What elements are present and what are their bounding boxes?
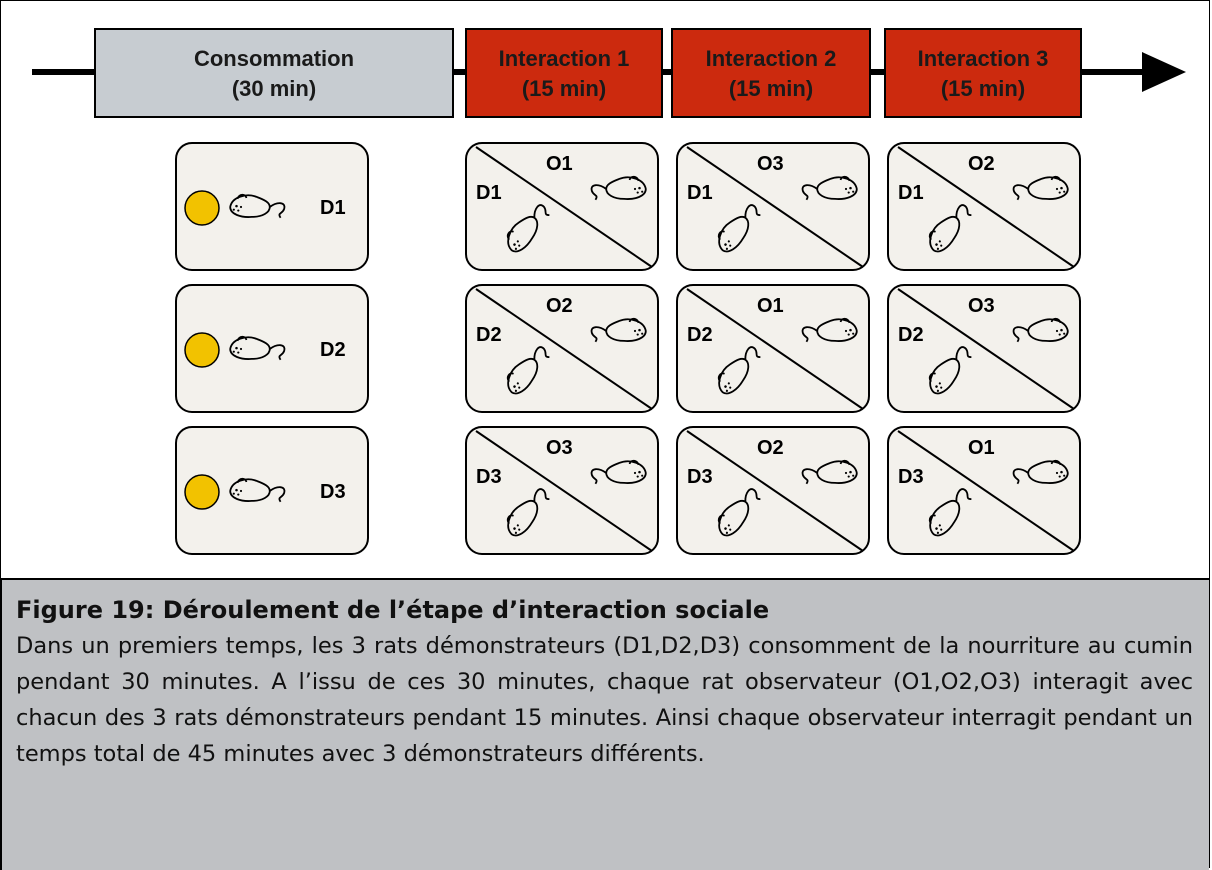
demonstrator-label: D2 [898,324,924,346]
phase-label: Interaction 2 [706,46,837,71]
phase-duration: (30 min) [232,76,316,101]
phase-interaction-3: Interaction 3 (15 min) [884,28,1082,118]
cage-divider [475,430,653,552]
demonstrator-label: D2 [320,339,346,361]
demonstrator-label: D1 [320,197,346,219]
phase-duration: (15 min) [522,76,606,101]
figure-caption: Figure 19: Déroulement de l’étape d’inte… [0,578,1209,870]
phase-duration: (15 min) [941,76,1025,101]
demonstrator-label: D1 [476,182,502,204]
cage-divider [475,288,653,410]
demonstrator-label: D2 [687,324,713,346]
food-pellet-icon [184,332,220,368]
phase-label: Consommation [194,46,354,71]
consumption-cage-d1: D1 [175,142,369,271]
phase-interaction-1: Interaction 1 (15 min) [465,28,663,118]
phase-consommation: Consommation (30 min) [94,28,454,118]
observer-label: O3 [546,437,573,459]
demonstrator-label: D3 [320,481,346,503]
cage-divider [475,146,653,268]
consumption-cage-d2: D2 [175,284,369,413]
observer-label: O1 [968,437,995,459]
observer-label: O3 [968,295,995,317]
timeline-arrowhead [1142,52,1186,92]
phase-label: Interaction 3 [918,46,1049,71]
demonstrator-label: D3 [687,466,713,488]
observer-label: O2 [757,437,784,459]
observer-label: O1 [546,153,573,175]
cage-divider [686,430,864,552]
observer-label: O1 [757,295,784,317]
demonstrator-label: D2 [476,324,502,346]
observer-label: O2 [968,153,995,175]
observer-label: O3 [757,153,784,175]
cage-divider [897,430,1075,552]
demonstrator-label: D3 [476,466,502,488]
cage-divider [897,146,1075,268]
consumption-cage-d3: D3 [175,426,369,555]
phase-label: Interaction 1 [499,46,630,71]
experiment-diagram: Consommation (30 min) Interaction 1 (15 min… [32,28,1186,555]
phase-interaction-2: Interaction 2 (15 min) [671,28,871,118]
food-pellet-icon [184,474,220,510]
food-pellet-icon [184,190,220,226]
phase-duration: (15 min) [729,76,813,101]
cage-divider [897,288,1075,410]
cage-divider [686,146,864,268]
demonstrator-label: D1 [898,182,924,204]
cage-divider [686,288,864,410]
observer-label: O2 [546,295,573,317]
caption-body: Dans un premiers temps, les 3 rats démon… [16,633,1193,767]
demonstrator-label: D1 [687,182,713,204]
caption-title: Figure 19: Déroulement de l’étape d’inte… [16,596,770,624]
demonstrator-label: D3 [898,466,924,488]
